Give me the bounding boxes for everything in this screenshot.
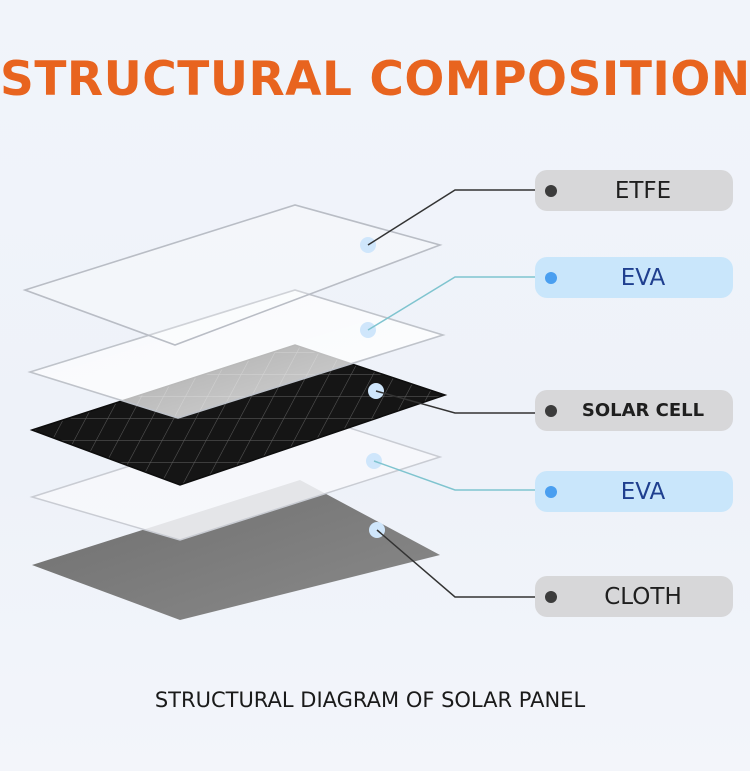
cloth-leader: [376, 529, 535, 598]
page-title: STRUCTURAL COMPOSITION: [0, 52, 750, 107]
label-eva-upper: EVA: [535, 257, 733, 298]
label-cloth-text: CLOTH: [604, 583, 682, 610]
bullet-icon: [545, 184, 557, 197]
label-eva-upper-text: EVA: [620, 264, 666, 291]
label-solar-cell-text: SOLAR CELL: [581, 400, 705, 421]
eva-upper-leader: [367, 276, 535, 331]
eva-lower-leader: [373, 460, 535, 491]
diagram-caption: STRUCTURAL DIAGRAM OF SOLAR PANEL: [154, 688, 586, 712]
label-cloth: CLOTH: [535, 576, 733, 617]
label-eva-lower-text: EVA: [620, 478, 666, 505]
label-etfe: ETFE: [535, 170, 733, 211]
label-eva-lower: EVA: [535, 471, 733, 512]
bullet-icon: [545, 271, 557, 284]
etfe-layer: [22, 204, 443, 346]
bullet-icon: [545, 485, 557, 498]
eva-upper-layer: [27, 289, 446, 419]
cloth-layer: [32, 480, 440, 620]
etfe-leader: [367, 189, 535, 246]
leader-lines: [367, 189, 535, 598]
label-solar-cell: SOLAR CELL: [535, 390, 733, 431]
bullet-icon: [545, 590, 557, 603]
label-etfe-text: ETFE: [614, 177, 672, 204]
solar-cell-leader: [375, 390, 535, 414]
bullet-icon: [545, 404, 557, 417]
